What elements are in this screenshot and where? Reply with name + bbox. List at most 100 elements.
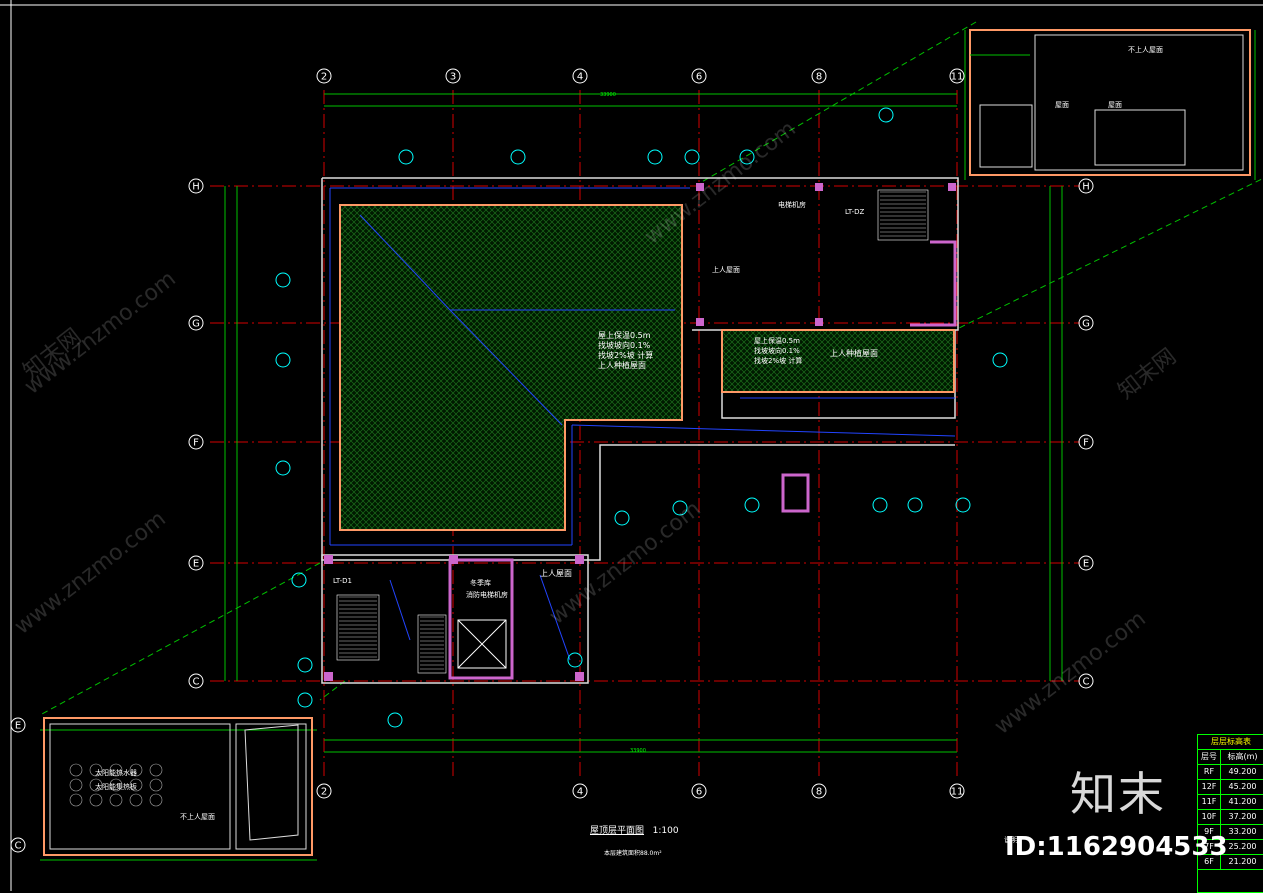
grid-bubble-left-C: C [188,673,204,689]
grid-bubble-top-2: 2 [316,68,332,84]
grid-bubble-bottom-6: 6 [691,783,707,799]
strip-roof-note-1: 找坡坡向0.1% [754,347,800,355]
solar-panel [129,778,143,792]
grid-bubble-bottom-11: 11 [949,783,965,799]
drawing-title: 屋顶层平面图 1:100 [590,823,679,836]
solar-panel [149,763,163,777]
svg-text:4: 4 [577,787,583,798]
solar-panel [89,778,103,792]
machine-room-label: 电梯机房 [778,201,806,209]
grid-bubble-inset-C: C [10,837,26,853]
elevation-table-header: 层层标高表 [1198,735,1263,750]
solar-panel [109,778,123,792]
left-machine-label: 冬季库 [470,579,491,587]
inset-bottom-label3: 太阳能集热板 [95,783,137,791]
elevation-table-columns: 层号 标高(m) [1198,750,1263,765]
svg-text:11: 11 [951,72,964,83]
planting-roof-area [339,204,955,531]
svg-text:8: 8 [816,787,822,798]
stair-treads [339,191,926,670]
solar-panel [69,778,83,792]
inset-bottom-label2: 太阳能热水器 [95,769,137,777]
grid-bubble-inset-E: E [10,717,26,733]
big-roof-note-3: 上人种植屋面 [598,361,646,370]
grid-bubble-bottom-8: 8 [811,783,827,799]
strip-roof-note-2: 找坡2%坡 计算 [754,357,803,365]
grid-bubble-bottom-2: 2 [316,783,332,799]
big-roof-note-0: 屋上保温0.5m [598,331,651,340]
inset-top-label2: 屋面 [1055,101,1069,109]
solar-panel [149,793,163,807]
svg-text:F: F [193,438,199,449]
solar-panel-grid [69,763,163,807]
svg-text:3: 3 [450,72,456,83]
grid-bubble-left-E: E [188,555,204,571]
inset-top-right [969,29,1251,176]
detail-markers [275,107,1008,728]
elevator-shafts [457,619,507,669]
svg-text:2: 2 [321,72,327,83]
left-upper-label: 上人屋面 [540,569,572,578]
svg-text:G: G [1082,319,1090,330]
grid-bubble-top-4: 4 [572,68,588,84]
stair-right-label: LT-DZ [845,208,865,216]
grid-bubble-right-E: E [1078,555,1094,571]
grid-bubble-top-3: 3 [445,68,461,84]
drainage-lines [329,187,956,661]
solar-panel [129,763,143,777]
svg-text:6: 6 [696,787,702,798]
notes-heading: 说明： [1004,836,1025,844]
grid-bubble-left-H: H [188,178,204,194]
inset-top-label1: 不上人屋面 [1128,46,1163,54]
big-roof-note-2: 找坡2%坡 计算 [598,351,654,360]
grid-bubble-right-F: F [1078,434,1094,450]
watermark-brand: 知末 [1070,767,1166,821]
svg-text:H: H [192,182,200,193]
svg-text:6: 6 [696,72,702,83]
svg-text:G: G [192,319,200,330]
grid-bubble-left-G: G [188,315,204,331]
drawing-title-text: 屋顶层平面图 [590,826,645,836]
upper-room-label: 上人屋面 [712,266,740,274]
svg-text:2: 2 [321,787,327,798]
grid-bubble-left-F: F [188,434,204,450]
grid-bubble-top-8: 8 [811,68,827,84]
inset-bottom-left [43,717,313,856]
solar-panel [69,793,83,807]
grid-bubble-right-H: H [1078,178,1094,194]
stairs [336,189,929,674]
svg-text:H: H [1082,182,1090,193]
grid-bubble-right-G: G [1078,315,1094,331]
stair-walls [448,240,957,680]
dim-bottom-total: 33900 [630,748,646,754]
svg-text:C: C [193,677,200,688]
svg-text:C: C [15,841,22,852]
dim-top-total: 33900 [600,92,616,98]
big-roof-note-1: 找坡坡向0.1% [598,341,651,350]
grid-bubble-bottom-4: 4 [572,783,588,799]
svg-text:E: E [193,559,199,570]
watermark-id: ID:1162904533 [1005,832,1228,862]
strip-roof-note-0: 屋上保温0.5m [754,337,800,345]
grid-bubble-right-C: C [1078,673,1094,689]
solar-panel [109,793,123,807]
inset-top-label3: 屋面 [1108,101,1122,109]
solar-panel [89,763,103,777]
svg-text:4: 4 [577,72,583,83]
svg-text:F: F [1083,438,1089,449]
solar-panel [89,793,103,807]
left-machine2-label: 消防电梯机房 [466,591,508,599]
svg-text:E: E [15,721,21,732]
svg-text:C: C [1083,677,1090,688]
grid-bubble-top-6: 6 [691,68,707,84]
solar-panel [109,763,123,777]
solar-panel [69,763,83,777]
